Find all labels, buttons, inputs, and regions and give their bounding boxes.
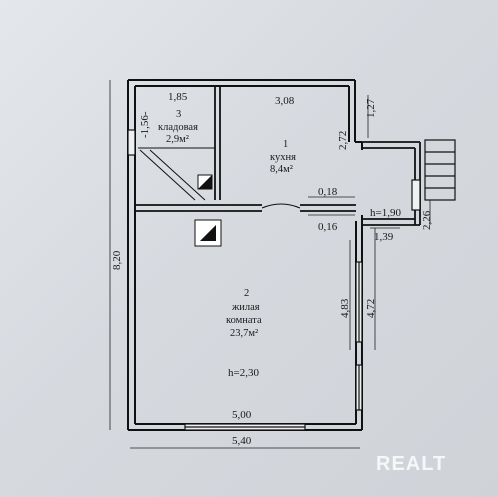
porch-steps xyxy=(424,139,456,201)
realt-watermark: REALT xyxy=(376,453,446,475)
windows xyxy=(127,129,363,431)
dim-0-16: 0,16 xyxy=(318,221,338,233)
room-1-number: 1 xyxy=(283,139,288,150)
dim-kitchen-right: 2,72 xyxy=(337,131,349,150)
door-swing xyxy=(261,203,301,209)
dim-porch-width: 1,39 xyxy=(374,231,394,243)
room-1-area: 8,4м² xyxy=(270,164,293,175)
dim-right-inner: 4,83 xyxy=(339,298,351,318)
room-2-area: 23,7м² xyxy=(230,328,258,339)
storage-stair xyxy=(138,147,215,201)
room-2-name-line2: комната xyxy=(226,315,262,326)
dimension-lines xyxy=(109,80,431,449)
interior-walls xyxy=(135,86,421,226)
room-2-name-line1: жилая xyxy=(231,302,260,313)
dim-top-left: 1,85 xyxy=(168,91,188,103)
dim-top-mid: 3,08 xyxy=(275,95,295,107)
room-3-area: 2,9м² xyxy=(166,134,189,145)
dim-0-18: 0,18 xyxy=(318,186,338,198)
room-1-name: кухня xyxy=(270,152,296,163)
dim-porch-height: 2,26 xyxy=(421,210,433,230)
room-3-name: кладовая xyxy=(158,122,198,133)
stove-icon xyxy=(197,174,213,190)
dim-top-right: 1,27 xyxy=(365,98,377,118)
height-main: h=2,30 xyxy=(228,367,259,379)
room-2-number: 2 xyxy=(244,288,249,299)
room-3-number: 3 xyxy=(176,109,181,120)
dim-left-total: 8,20 xyxy=(111,250,123,270)
dim-bottom-inner: 5,00 xyxy=(232,409,252,421)
height-porch: h=1,90 xyxy=(370,207,401,219)
dim-right-outer: 4,72 xyxy=(365,299,377,318)
dim-storage-height: -1,56- xyxy=(139,111,151,138)
dim-bottom-outer: 5,40 xyxy=(232,435,252,447)
stove-icon xyxy=(194,219,222,247)
